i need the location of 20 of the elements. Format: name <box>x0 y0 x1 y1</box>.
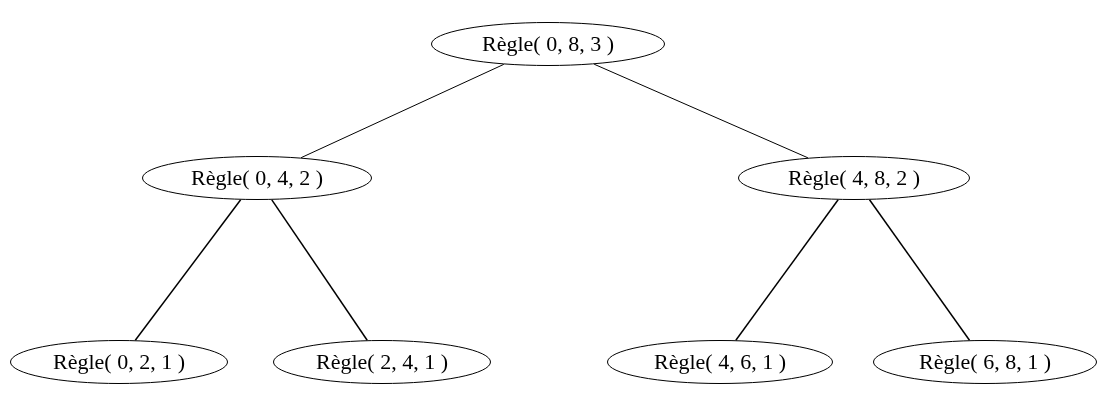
connector-line <box>868 199 971 341</box>
node-label: Règle( 6, 8, 1 ) <box>919 349 1051 375</box>
node-label: Règle( 0, 4, 2 ) <box>191 165 323 191</box>
ellipse-node <box>873 340 1097 384</box>
connector-line <box>735 199 839 341</box>
connector-line <box>134 199 242 341</box>
connector-line <box>271 199 368 341</box>
connector-line <box>300 63 505 159</box>
ellipse-node <box>431 22 665 66</box>
node-label: Règle( 2, 4, 1 ) <box>316 349 448 375</box>
ellipse-node <box>273 340 491 384</box>
node-label: Règle( 4, 6, 1 ) <box>654 349 786 375</box>
node-label: Règle( 0, 2, 1 ) <box>53 349 185 375</box>
ellipse-node <box>738 156 970 200</box>
node-label: Règle( 0, 8, 3 ) <box>482 31 614 57</box>
node-label: Règle( 4, 8, 2 ) <box>788 165 920 191</box>
ellipse-node <box>142 156 372 200</box>
connector-line <box>593 63 809 159</box>
ellipse-node <box>10 340 228 384</box>
ellipse-node <box>607 340 833 384</box>
